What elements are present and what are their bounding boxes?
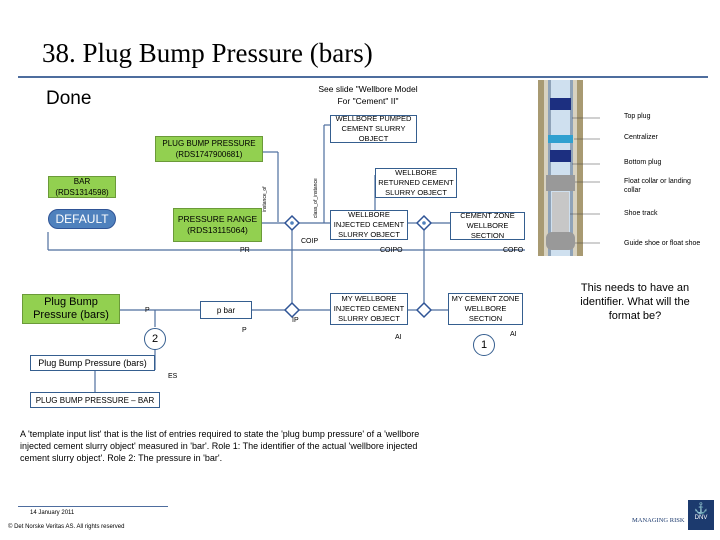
tag-ip: IP (292, 317, 299, 324)
side-note: This needs to have an identifier. What w… (580, 282, 690, 322)
role-circle-1: 1 (473, 334, 495, 356)
default-box: DEFAULT (48, 209, 116, 229)
dnv-logo: ⚓ DNV (688, 500, 714, 530)
vertical-label-instance-of: instance_of (262, 186, 268, 212)
tag-coip: COIP (301, 238, 319, 245)
connector-diamond-4 (415, 301, 433, 319)
tag-ai-2: AI (510, 331, 517, 338)
title-divider (18, 76, 708, 78)
anchor-icon: ⚓ (694, 503, 708, 515)
bar-unit-class: BAR (RDS1314598) (48, 176, 116, 198)
wellbore-pumped-object: WELLBORE PUMPED CEMENT SLURRY OBJECT (330, 114, 417, 143)
description-text: A 'template input list' that is the list… (20, 429, 420, 463)
footer-divider (18, 506, 168, 507)
my-wellbore-object: MY WELLBORE INJECTED CEMENT SLURRY OBJEC… (330, 293, 408, 325)
pbar-box: p bar (200, 301, 252, 319)
my-cement-zone-section: MY CEMENT ZONE WELLBORE SECTION (448, 293, 523, 325)
tag-p-small: P (242, 327, 247, 334)
tag-es: ES (168, 373, 178, 380)
tag-ai-1: AI (395, 334, 402, 341)
tag-p: P (145, 307, 150, 314)
label-float-collar: Float collar or landing collar (624, 178, 691, 194)
tag-cofo: COFO (503, 247, 524, 254)
plug-bump-pressure-class: PLUG BUMP PRESSURE (RDS1747900681) (155, 136, 263, 162)
label-shoe-track: Shoe track (624, 210, 658, 217)
see-slide-note: See slide "Wellbore Model For "Cement" I… (318, 84, 418, 106)
wellbore-injected-object: WELLBORE INJECTED CEMENT SLURRY OBJECT (330, 210, 408, 240)
label-centralizer: Centralizer (624, 134, 658, 141)
tag-pr: PR (240, 247, 250, 254)
footer-copyright: © Det Norske Veritas AS. All rights rese… (8, 524, 125, 530)
role-circle-2: 2 (144, 328, 166, 350)
cement-zone-section: CEMENT ZONE WELLBORE SECTION (450, 211, 525, 240)
tag-coipo: COIPO (380, 247, 403, 254)
connector-diamond-3 (283, 301, 301, 319)
plug-bump-pressure-bar-box: PLUG BUMP PRESSURE – BAR (30, 392, 160, 408)
plug-bump-pressure-template-box: Plug Bump Pressure (bars) (30, 355, 155, 371)
label-top-plug: Top plug (624, 113, 651, 120)
wellbore-schematic-drawing (538, 80, 600, 256)
pressure-range-class: PRESSURE RANGE (RDS13115064) (173, 208, 262, 242)
managing-risk-text: MANAGING RISK (632, 517, 685, 524)
label-bottom-plug: Bottom plug (624, 159, 662, 166)
plug-bump-pressure-instance: Plug Bump Pressure (bars) (22, 294, 120, 324)
slide-title: 38. Plug Bump Pressure (bars) (42, 38, 373, 68)
wellbore-schematic: Top plug Centralizer Bottom plug Float c… (538, 80, 714, 256)
vertical-label-class-of-instance: class_of_instance (313, 178, 319, 218)
status-label: Done (46, 88, 92, 109)
wellbore-returned-object: WELLBORE RETURNED CEMENT SLURRY OBJECT (375, 168, 457, 198)
label-guide-shoe: Guide shoe or float shoe (624, 240, 701, 247)
footer-date: 14 January 2011 (30, 510, 75, 516)
